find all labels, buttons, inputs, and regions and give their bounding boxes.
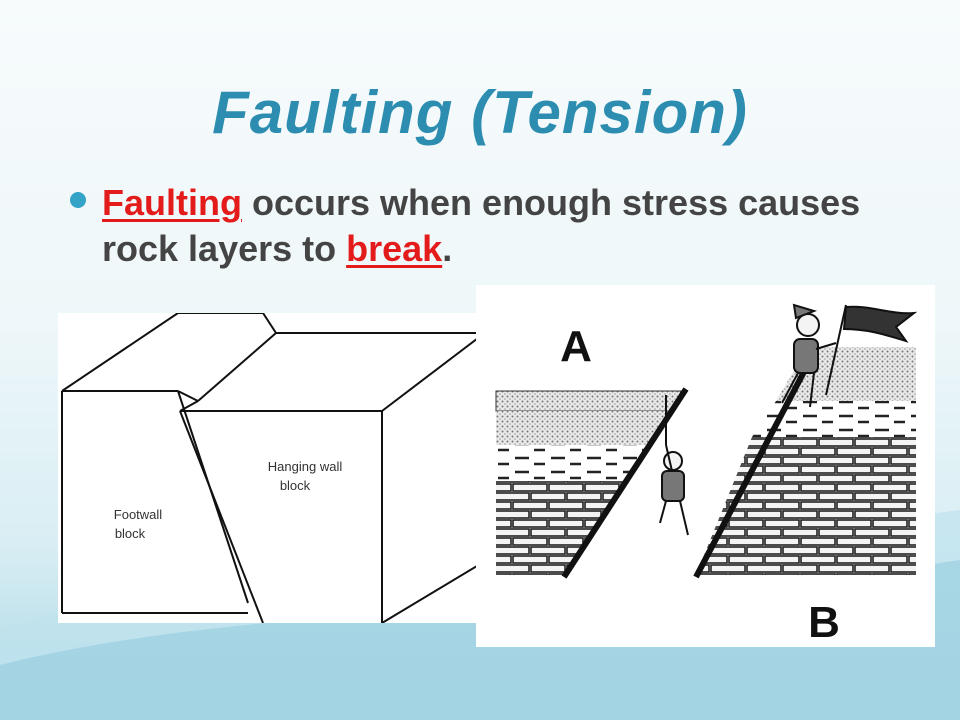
- bullet-point: Faulting occurs when enough stress cause…: [70, 180, 890, 272]
- bullet-dot-icon: [70, 192, 86, 208]
- hanging-wall-label-2: block: [280, 478, 311, 493]
- footwall-label-2: block: [115, 526, 146, 541]
- climber-flag-icon: [781, 303, 918, 408]
- slide-title: Faulting (Tension): [212, 79, 748, 146]
- fault-block-diagram: Hanging wall block Footwall block: [58, 312, 483, 624]
- footwall-label-1: Footwall: [114, 507, 163, 522]
- keyword-break: break: [346, 228, 443, 269]
- bullet-text: Faulting occurs when enough stress cause…: [102, 180, 890, 272]
- keyword-faulting: Faulting: [102, 182, 242, 223]
- fault-block-svg: Hanging wall block Footwall block: [61, 312, 483, 624]
- hanging-figure-icon: [659, 395, 689, 536]
- bullet-text-end: .: [442, 228, 453, 269]
- fault-cartoon-diagram: A B: [476, 285, 935, 647]
- label-b: B: [808, 598, 840, 647]
- hanging-wall-label-1: Hanging wall: [268, 459, 343, 474]
- fault-cartoon-svg: A B: [495, 303, 918, 647]
- bullet-text-middle: occurs when enough stress causes rock la…: [102, 182, 861, 269]
- label-a: A: [560, 322, 592, 371]
